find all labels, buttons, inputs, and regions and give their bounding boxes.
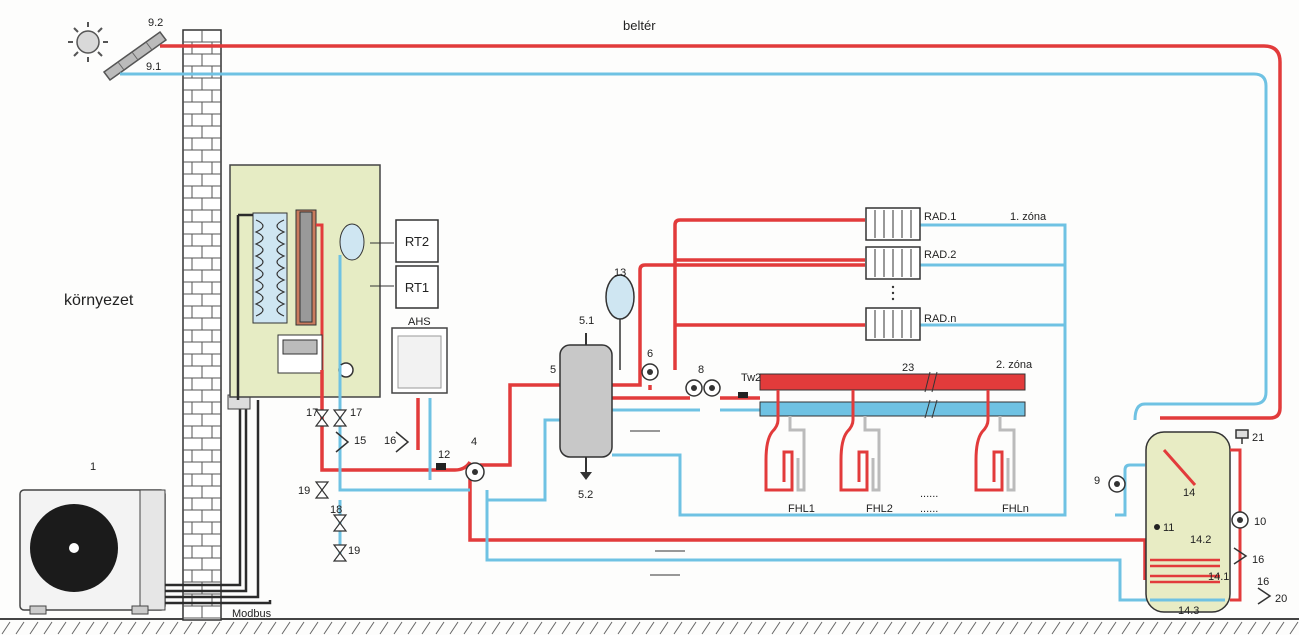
label-1: 1 — [90, 461, 96, 473]
label-9-2: 9.2 — [148, 17, 163, 29]
outdoor-heat-pump-unit — [19, 489, 166, 615]
label-13: 13 — [614, 267, 626, 279]
label-19-top: 19 — [298, 485, 310, 497]
manifold-supply — [759, 371, 1026, 393]
radiator-2 — [865, 246, 921, 280]
room-thermostat-rt2: RT2 — [370, 219, 439, 263]
pump-10 — [1231, 511, 1249, 529]
fhl-dots-label-2: ...... — [920, 503, 938, 515]
pump-9 — [1108, 475, 1126, 493]
check-valve-15 — [335, 431, 350, 453]
three-way-valve-4 — [465, 462, 485, 482]
fhl1-label: FHL1 — [788, 503, 815, 515]
solar-panel — [102, 30, 168, 82]
radn-label: RAD.n — [924, 313, 956, 325]
indoor-label: beltér — [623, 18, 656, 33]
radiator-n — [865, 307, 921, 341]
label-12: 12 — [438, 449, 450, 461]
solar-cold-line — [120, 72, 1268, 421]
check-valve-16-right — [1233, 547, 1248, 565]
label-9-1: 9.1 — [146, 61, 161, 73]
label-15: 15 — [354, 435, 366, 447]
valve-19-top — [314, 481, 330, 499]
radiator-ellipsis — [891, 285, 895, 301]
label-17-right: 17 — [350, 407, 362, 419]
fhl-dots-label: ...... — [920, 488, 938, 500]
hot-supply-lines — [320, 218, 1147, 580]
rt2-label: RT2 — [405, 234, 429, 249]
label-16-bottom: 16 — [1257, 576, 1269, 588]
buffer-tank — [559, 333, 613, 480]
valve-18 — [332, 514, 348, 532]
zone1-label: 1. zóna — [1010, 211, 1047, 223]
floor-heating-loops — [764, 390, 1016, 492]
tap-21 — [1235, 429, 1249, 444]
fhl2-label: FHL2 — [866, 503, 893, 515]
fhln-label: FHLn — [1002, 503, 1029, 515]
label-11: 11 — [1163, 522, 1174, 534]
zone2-label: 2. zóna — [996, 359, 1033, 371]
rt1-label: RT1 — [405, 280, 429, 295]
label-20: 20 — [1275, 593, 1287, 605]
cold-return-lines — [338, 223, 1160, 602]
label-10: 10 — [1254, 516, 1266, 528]
label-5-1: 5.1 — [579, 315, 594, 327]
dhw-tank — [1145, 431, 1231, 613]
label-5: 5 — [550, 364, 556, 376]
radiator-1 — [865, 207, 921, 241]
mixing-valve-pumps-8 — [685, 379, 721, 397]
auxiliary-heat-source: AHS — [391, 316, 448, 394]
label-8: 8 — [698, 364, 704, 376]
label-14-1: 14.1 — [1208, 571, 1229, 583]
sun-icon — [68, 22, 108, 62]
solar-hot-line — [160, 44, 1282, 420]
sensor-12 — [436, 463, 446, 470]
room-thermostat-rt1: RT1 — [370, 265, 439, 309]
check-valve-16-bottom — [1257, 587, 1272, 605]
label-21: 21 — [1252, 432, 1264, 444]
valve-group-17 — [314, 409, 348, 427]
ahs-label: AHS — [408, 316, 431, 328]
label-16-right: 16 — [1252, 554, 1264, 566]
label-18: 18 — [330, 504, 342, 516]
valve-19-bottom — [332, 544, 348, 562]
expansion-vessel — [605, 274, 635, 370]
check-valve-16-left — [395, 431, 410, 453]
tw2-label: Tw2 — [741, 372, 761, 384]
label-4: 4 — [471, 436, 477, 448]
sensor-tw2 — [738, 392, 748, 398]
label-14: 14 — [1183, 487, 1195, 499]
ground — [0, 618, 1299, 635]
label-14-3: 14.3 — [1178, 605, 1199, 617]
label-19-bottom: 19 — [348, 545, 360, 557]
label-16-left: 16 — [384, 435, 396, 447]
label-9: 9 — [1094, 475, 1100, 487]
rad2-label: RAD.2 — [924, 249, 956, 261]
outdoor-connection-lines — [165, 395, 272, 605]
label-17-left: 17 — [306, 407, 318, 419]
label-5-2: 5.2 — [578, 489, 593, 501]
brick-wall — [182, 29, 222, 621]
label-6: 6 — [647, 348, 653, 360]
flow-arrows — [630, 430, 685, 576]
manifold-return — [759, 399, 1026, 419]
outdoor-label: környezet — [64, 292, 134, 309]
rad1-label: RAD.1 — [924, 211, 956, 223]
label-14-2: 14.2 — [1190, 534, 1211, 546]
label-23: 23 — [902, 362, 914, 374]
circulation-pump-6 — [641, 363, 659, 381]
modbus-label: Modbus — [232, 608, 272, 620]
indoor-hydrobox — [229, 164, 381, 400]
